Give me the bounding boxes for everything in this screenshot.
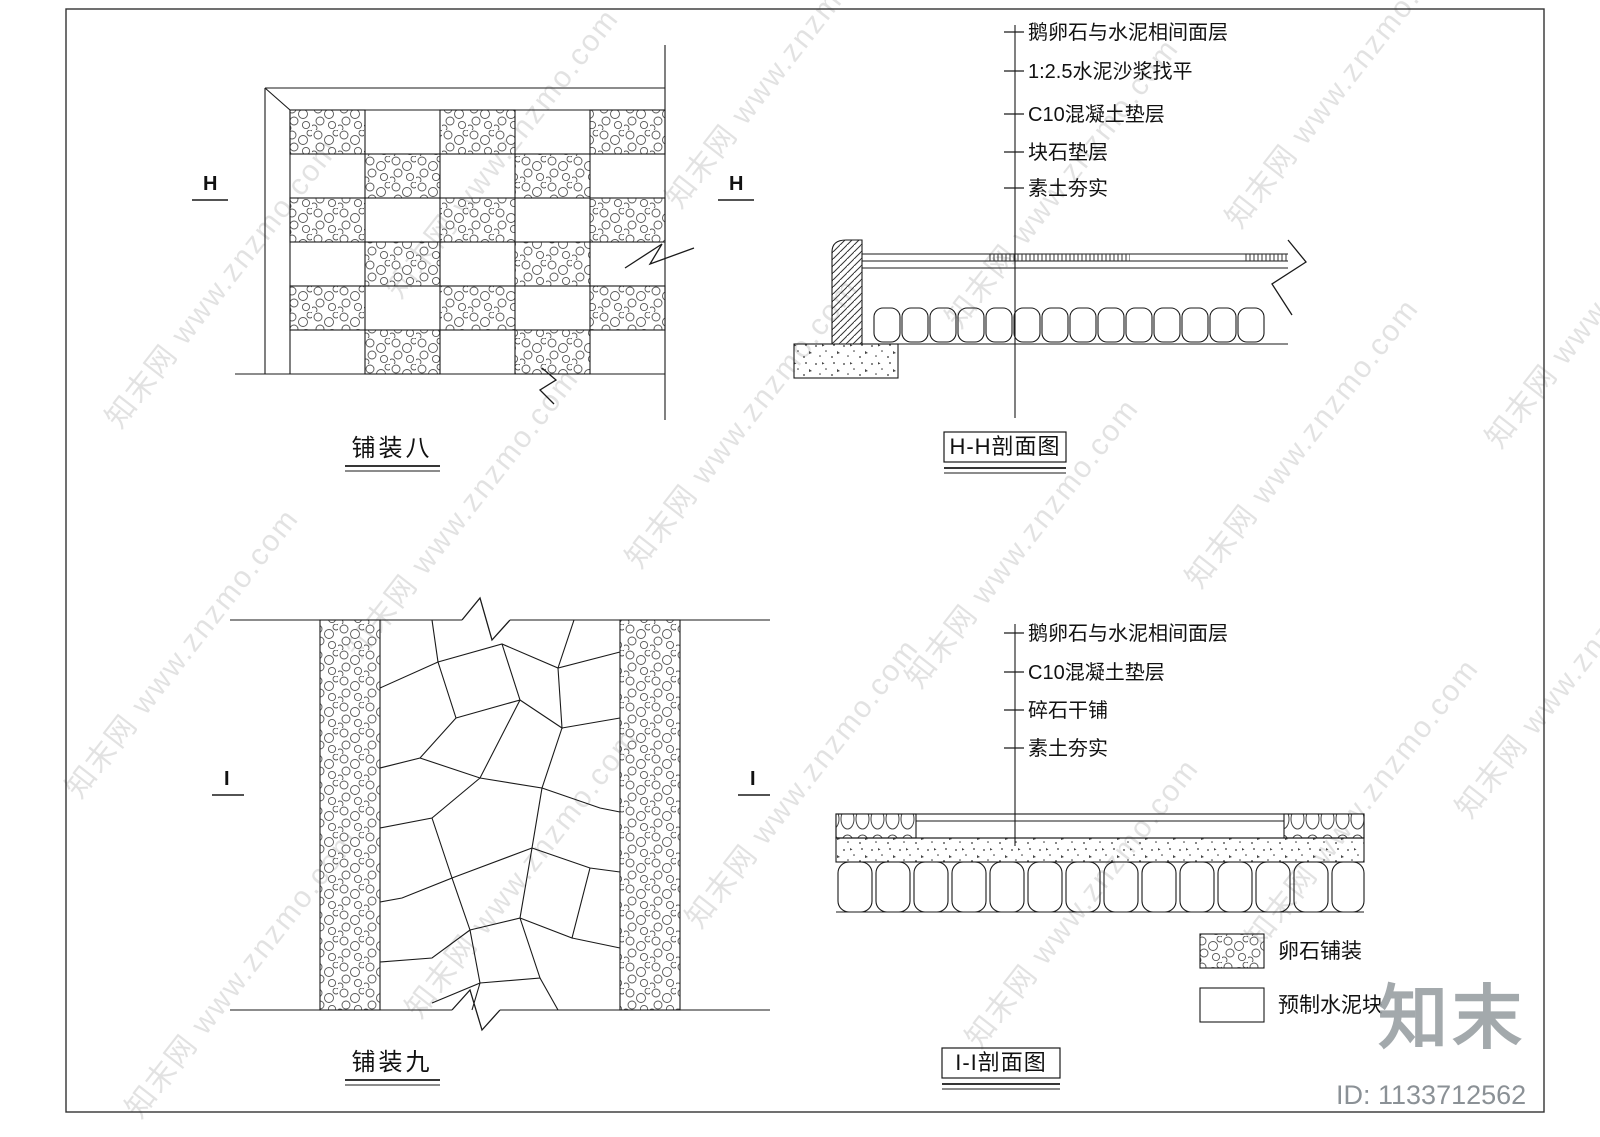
- section-hh-drawing: [793, 239, 1307, 379]
- break-mark: [538, 367, 558, 405]
- pebble-strip-right: [619, 619, 681, 1011]
- paving8-plan: [235, 45, 695, 420]
- legend: 卵石铺装 预制水泥块: [1199, 933, 1383, 1023]
- section-ii: 鹅卵石与水泥相间面层 C10混凝土垫层 碎石干铺 素土夯实: [835, 622, 1383, 1090]
- site-logo: 知末: [1378, 979, 1526, 1057]
- pebble-surface-left: [835, 813, 917, 839]
- legend-precast-label: 预制水泥块: [1278, 994, 1383, 1017]
- break-mark: [461, 596, 511, 642]
- label-ticks: [1004, 31, 1024, 189]
- paving9-title: 铺装九: [352, 1049, 433, 1076]
- watermark-text: 知末网 www.znzmo.com: [60, 502, 306, 804]
- sheet-border: [65, 8, 1545, 1113]
- watermark-text: 知末网 www.znzmo.com: [1220, 0, 1466, 234]
- section-hh-title: H-H剖面图: [949, 434, 1060, 459]
- watermark-text: 知末网 www.znzmo.com: [1180, 292, 1426, 594]
- concrete-footing: [793, 343, 899, 379]
- layer-label: C10混凝土垫层: [1028, 661, 1165, 684]
- section-mark-h-right: H: [729, 173, 743, 195]
- label-ticks: [1004, 632, 1024, 749]
- layer-label: 素土夯实: [1028, 177, 1108, 200]
- watermark-layer: 知末网 www.znzmo.com 知末网 www.znzmo.com 知末网 …: [60, 0, 1600, 1124]
- layer-label: 1:2.5水泥沙浆找平: [1028, 60, 1192, 83]
- layer-label: 素土夯实: [1028, 737, 1108, 760]
- watermark-text: 知末网 www.znzmo.com: [960, 752, 1206, 1054]
- title-box: [941, 1047, 1061, 1079]
- section-mark-i-left: I: [224, 768, 230, 790]
- paving9-plan: [230, 596, 770, 1032]
- layer-label: 鹅卵石与水泥相间面层: [1028, 622, 1228, 645]
- legend-pebble-label: 卵石铺装: [1278, 940, 1362, 963]
- section-mark-i-right: I: [750, 768, 756, 790]
- pebble-surface-right: [1283, 813, 1365, 839]
- watermark-text: 知末网 www.znzmo.com: [1480, 152, 1600, 454]
- section-ii-title: I-I剖面图: [955, 1050, 1047, 1075]
- legend-pebble-swatch: [1199, 933, 1265, 969]
- watermark-text: 知末网 www.znzmo.com: [680, 632, 926, 934]
- legend-precast-swatch: [1199, 987, 1265, 1023]
- section-hh: 鹅卵石与水泥相间面层 1:2.5水泥沙浆找平 C10混凝土垫层 块石垫层 素土夯…: [793, 21, 1307, 474]
- paving8-title: 铺装八: [352, 435, 433, 462]
- paving8-pebble-cells: [289, 109, 666, 375]
- section-mark-h-left: H: [203, 173, 217, 195]
- block-stone-row: [873, 307, 1265, 343]
- pebble-band: [988, 254, 1130, 261]
- watermark-text: 知末网 www.znzmo.com: [100, 132, 346, 434]
- title-box: [943, 431, 1067, 463]
- pebble-band: [1243, 254, 1288, 261]
- break-mark: [1271, 239, 1307, 316]
- image-id-text: ID: 1133712562: [1336, 1080, 1526, 1110]
- watermark-text: 知末网 www.znzmo.com: [660, 0, 906, 214]
- curb-stone: [831, 239, 863, 345]
- break-mark: [451, 988, 501, 1032]
- section-ii-drawing: [835, 813, 1365, 913]
- layer-label: 碎石干铺: [1028, 699, 1108, 722]
- concrete-layer: [835, 837, 1365, 863]
- layer-label: C10混凝土垫层: [1028, 103, 1165, 126]
- pebble-strip-left: [319, 619, 381, 1011]
- break-mark: [624, 243, 695, 269]
- irregular-stone-paving: [379, 619, 621, 1011]
- watermark-text: 知末网 www.znzmo.com: [1240, 652, 1486, 954]
- layer-label: 块石垫层: [1028, 141, 1108, 164]
- layer-label: 鹅卵石与水泥相间面层: [1028, 21, 1228, 44]
